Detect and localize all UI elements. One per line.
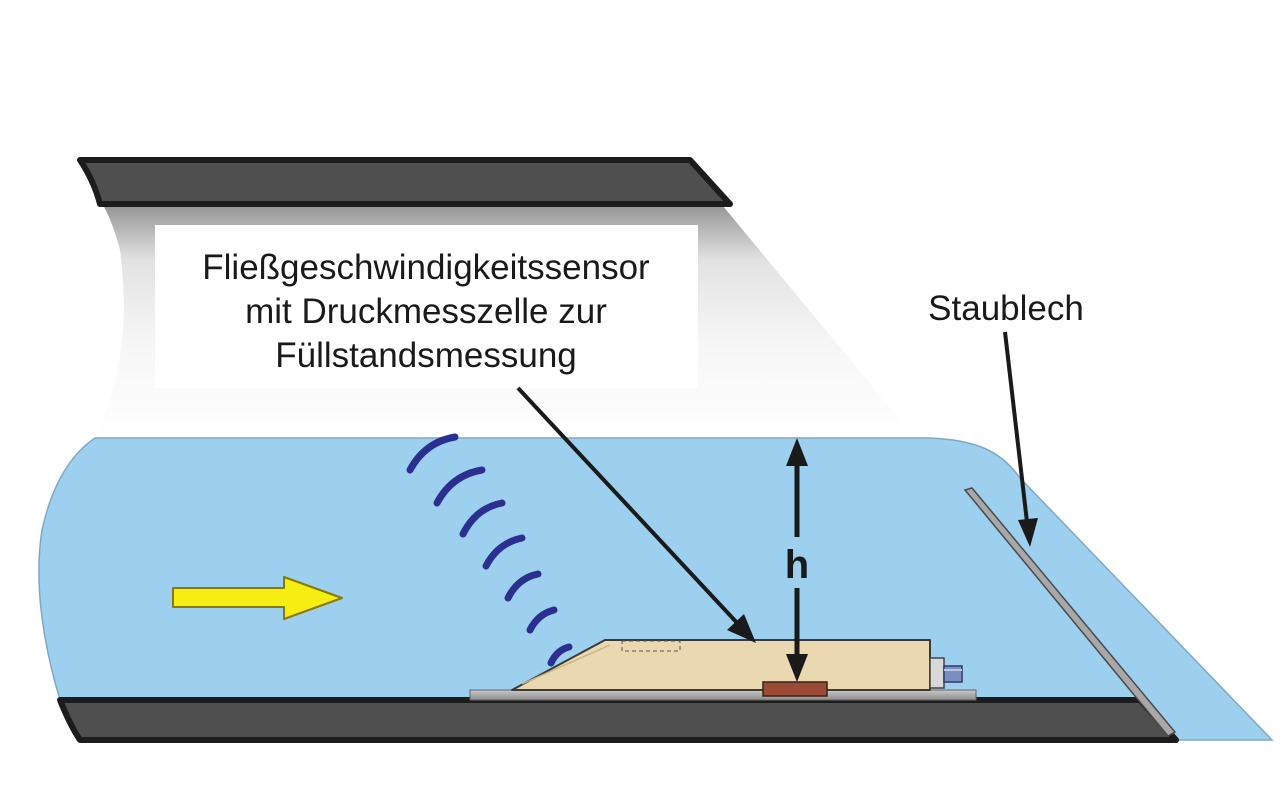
pipe-top-wall <box>77 157 733 207</box>
ultrasonic-wave-icon <box>406 433 573 667</box>
sensor-label-line2: mit Druckmesszelle zur <box>245 292 607 331</box>
level-measurement-arrow <box>786 438 808 682</box>
plate-pointer-arrow <box>1003 331 1038 547</box>
sensor-internal-outline <box>621 640 681 652</box>
sensor-label-line1: Fließgeschwindigkeitssensor <box>202 248 650 287</box>
sensor-edge-highlight <box>521 644 611 685</box>
weir-plate <box>963 487 1177 737</box>
sensor-connector-icon <box>929 657 963 689</box>
plate-label: Staublech <box>928 289 1084 328</box>
pressure-measuring-cell <box>762 681 828 697</box>
flow-direction-arrow <box>172 576 343 620</box>
level-label: h <box>785 543 809 587</box>
sensor-label-box <box>155 225 698 388</box>
pipe-bottom-wall <box>57 697 1179 743</box>
sensor-mounting-bracket <box>469 689 977 701</box>
sensor-label-line3: Füllstandsmessung <box>275 336 577 375</box>
sensor-pointer-arrow <box>516 386 756 643</box>
water-body <box>38 437 1274 741</box>
